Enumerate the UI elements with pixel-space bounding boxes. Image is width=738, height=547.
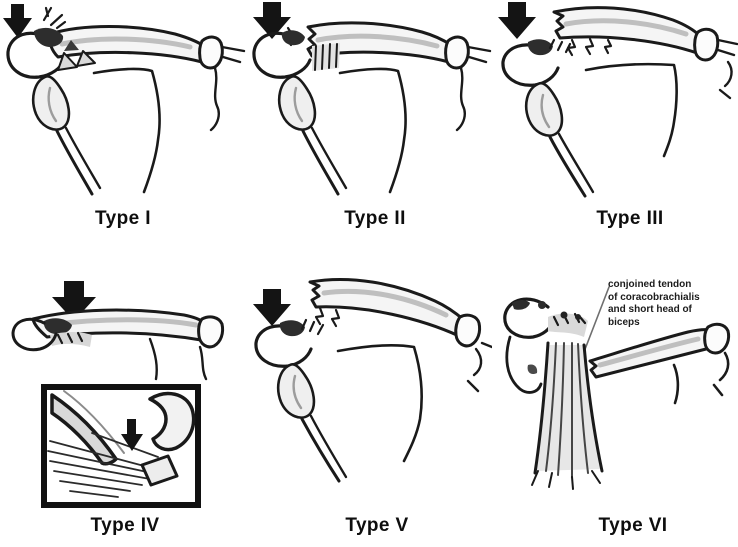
panel-label-type-vi: Type VI [598, 515, 668, 536]
cc-ligament-strands [314, 43, 338, 71]
clavicle-end [444, 35, 470, 70]
force-down-arrow-icon [52, 281, 96, 321]
inset-displacement-arrow-icon [121, 419, 143, 451]
force-down-arrow-icon [498, 2, 536, 39]
clavicle-end [454, 313, 482, 348]
clavicle-shading [597, 336, 701, 368]
clavicle-end [198, 35, 224, 70]
joint-dark-spot-1 [560, 311, 568, 319]
cc-ligament-2 [76, 50, 96, 67]
illustration-type-i [3, 4, 246, 196]
scapula-border-lines [301, 126, 348, 196]
scapula-border-lines [548, 132, 595, 198]
annotation-conjoined-tendon: conjoined tendon of coracobrachialis and… [608, 279, 736, 329]
scapula-outline [584, 62, 678, 158]
scapula-border-lines [55, 126, 102, 196]
scapula-border-lines [300, 414, 348, 483]
acromion-loop [501, 43, 560, 87]
clavicle-shading [321, 288, 449, 318]
acromion-loop [6, 31, 66, 79]
panel-label-type-v: Type V [345, 515, 409, 536]
inset-clavicle-end-block [140, 454, 179, 487]
ac-joint-shading [527, 39, 553, 56]
coracoid-detail [540, 93, 551, 129]
joint-dark-spot-2 [575, 314, 581, 320]
impact-crack-lines-icon [42, 6, 67, 30]
conjoined-tendon-fibers [533, 341, 604, 478]
acromion-loop [11, 317, 58, 352]
scapula-outline [92, 67, 161, 194]
illustration-type-v [253, 277, 492, 483]
coracoid-detail [292, 374, 303, 410]
ac-joint-shading [34, 27, 64, 47]
torn-ligament-stubs-clavicle [566, 37, 613, 57]
ac-joint-shading [281, 30, 305, 46]
coracoid-detail [293, 86, 304, 123]
illustration-type-iv [11, 281, 225, 508]
scapula-outline [336, 344, 423, 463]
scapula-outline [338, 67, 407, 194]
clavicle-bone [308, 277, 466, 338]
panel-type-vi: conjoined tendon of coracobrachialis and… [492, 273, 738, 547]
annotation-line: biceps [608, 316, 640, 328]
annotation-line: of coracobrachialis [608, 291, 700, 303]
coracoid-process [32, 75, 71, 131]
inset-clavicle-axial [148, 391, 196, 452]
illustration-type-iii [498, 2, 738, 198]
coracoid-process [278, 75, 317, 131]
body-outline-right [455, 45, 492, 132]
panel-label-type-i: Type I [95, 208, 151, 229]
annotation-line: conjoined tendon [608, 279, 692, 290]
clavicle-end [693, 27, 720, 62]
inset-spine-highlight [63, 390, 125, 454]
body-outline-right [148, 337, 208, 381]
body-outline-right [672, 351, 730, 405]
ligament-notch [64, 40, 79, 51]
force-down-arrow-icon [253, 289, 291, 326]
ac-joint-shading [279, 320, 305, 337]
panel-label-type-iii: Type III [596, 208, 664, 229]
panel-type-ii: Type II [246, 0, 492, 273]
force-down-arrow-icon [3, 4, 32, 38]
torn-ligament-stubs-acromion [548, 38, 572, 54]
ac-joint-shading [43, 318, 72, 335]
acromion-loop [254, 324, 313, 368]
scapula-body-outline [505, 335, 543, 394]
acromion-loop [252, 31, 312, 79]
body-outline-right [466, 341, 492, 393]
torn-ligament-stubs-clavicle [314, 306, 341, 328]
clavicle-shading [315, 33, 440, 49]
panel-type-i: Type I [0, 0, 246, 273]
panel-type-iii: Type III [492, 0, 738, 273]
clavicle-shading [563, 18, 689, 37]
scapula-dark-spot [527, 364, 538, 375]
clavicle-shading [59, 36, 193, 50]
illustration-type-vi [503, 286, 731, 490]
tendon-frayed-ends [531, 470, 601, 490]
coracoid-detail [47, 86, 58, 123]
inset-trapezius-fibers [47, 432, 159, 498]
torn-ligament-stubs-acromion [300, 318, 325, 336]
body-outline-right [209, 45, 246, 132]
coracoid-process [525, 81, 564, 137]
panel-label-type-iv: Type IV [90, 515, 160, 536]
panel-type-v: Type V [246, 273, 492, 547]
force-down-arrow-icon [253, 2, 291, 39]
panel-label-type-ii: Type II [344, 208, 406, 229]
clavicle-end [197, 315, 225, 349]
clavicle-end [703, 322, 731, 355]
panel-type-iv: Type IV [0, 273, 246, 547]
torn-joint-edges [56, 331, 84, 345]
body-outline-right [716, 38, 738, 100]
acromion-loop [503, 297, 555, 339]
annotation-line: and short head of [608, 304, 692, 315]
coracoid-process [277, 363, 316, 419]
acromion-dark-tip [512, 300, 530, 310]
illustration-type-ii [252, 2, 492, 196]
cc-ligament-band [312, 43, 340, 71]
acromion-dark-spot [538, 301, 546, 309]
cc-ligament-1 [57, 52, 78, 71]
